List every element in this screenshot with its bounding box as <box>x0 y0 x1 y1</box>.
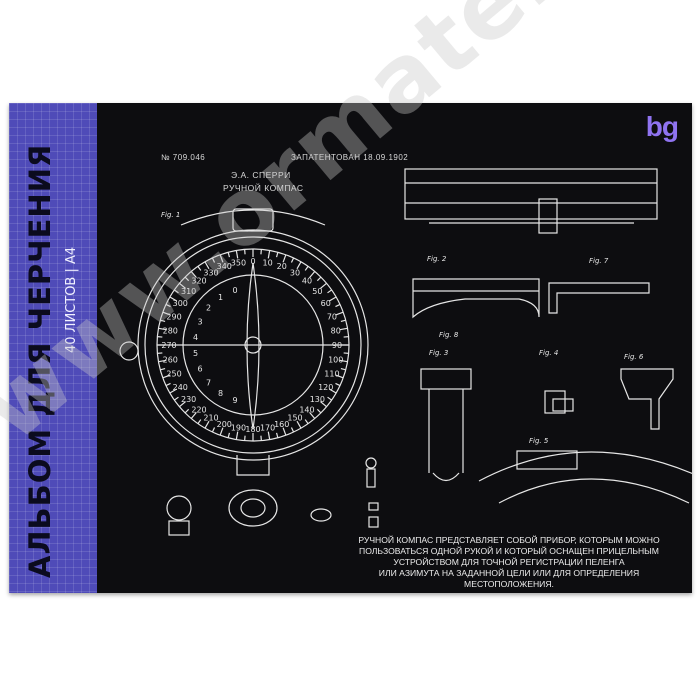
bracket-figure <box>620 368 674 430</box>
dial-number-outer: 200 <box>217 420 232 429</box>
dial-number-inner: 6 <box>197 365 202 374</box>
figure-label: Fig. 1 <box>161 211 180 219</box>
dial-number-outer: 60 <box>321 299 331 308</box>
dial-number-outer: 90 <box>332 341 342 350</box>
section-view-top <box>404 168 658 220</box>
dial-number-outer: 350 <box>231 258 246 267</box>
dial-number-outer: 330 <box>203 268 218 277</box>
drawing-title: РУЧНОЙ КОМПАС <box>223 183 304 193</box>
dial-number-outer: 30 <box>290 268 300 277</box>
dial-number-outer: 300 <box>173 299 188 308</box>
dial-number-inner: 9 <box>233 396 238 405</box>
dial-number-outer: 40 <box>302 277 312 286</box>
dial-number-outer: 100 <box>328 356 343 365</box>
dial-number-inner: 4 <box>193 333 198 342</box>
dial-number-outer: 270 <box>161 341 176 350</box>
clamp-figure <box>420 368 472 390</box>
dial-number-outer: 210 <box>203 414 218 423</box>
dial-number-outer: 50 <box>312 287 322 296</box>
dial-number-outer: 220 <box>191 405 206 414</box>
description-line: РУЧНОЙ КОМПАС ПРЕДСТАВЛЯЕТ СОБОЙ ПРИБОР,… <box>358 535 660 545</box>
dial-number-inner: 3 <box>197 317 202 326</box>
patent-date: ЗАПАТЕНТОВАН 18.09.1902 <box>291 153 409 162</box>
compass-outer-ring <box>137 229 369 461</box>
dial-number-outer: 260 <box>163 356 178 365</box>
cover-description: РУЧНОЙ КОМПАС ПРЕДСТАВЛЯЕТ СОБОЙ ПРИБОР,… <box>339 535 679 590</box>
brand-logo: bg <box>645 111 679 142</box>
figure-label: Fig. 7 <box>589 257 609 265</box>
dial-number-outer: 170 <box>260 424 275 433</box>
level-vial <box>516 450 578 470</box>
dial-number-outer: 290 <box>166 312 181 321</box>
dial-number-outer: 80 <box>331 326 341 335</box>
dial-number-outer: 320 <box>191 277 206 286</box>
cover-spine-band: АЛЬБОМ ДЛЯ ЧЕРЧЕНИЯ 40 ЛИСТОВ | А4 <box>9 103 97 593</box>
dial-number-outer: 10 <box>262 258 272 267</box>
dial-number-inner: 8 <box>218 389 223 398</box>
figure-label: Fig. 6 <box>624 353 644 361</box>
dial-number-outer: 130 <box>310 395 325 404</box>
description-line: УСТРОЙСТВОМ ДЛЯ ТОЧНОЙ РЕГИСТРАЦИИ ПЕЛЕН… <box>393 557 625 567</box>
compass-top-sight <box>232 208 274 232</box>
figure-label: Fig. 4 <box>539 349 558 357</box>
description-line: ПОЛЬЗОВАТЬСЯ ОДНОЙ РУКОЙ И КОТОРЫЙ ОСНАЩ… <box>359 546 659 556</box>
figure-label: Fig. 3 <box>429 349 448 357</box>
compass-side-loop <box>119 341 139 361</box>
dial-number-outer: 250 <box>166 370 181 379</box>
dial-number-outer: 70 <box>327 312 337 321</box>
dial-number-outer: 120 <box>318 383 333 392</box>
dial-number-inner: 5 <box>193 349 198 358</box>
compass-needle <box>246 262 260 430</box>
dial-number-outer: 280 <box>163 326 178 335</box>
dial-number-inner: 2 <box>206 304 211 313</box>
dial-number-outer: 230 <box>181 395 196 404</box>
compass-bottom-ring <box>228 489 278 527</box>
dial-number-outer: 190 <box>231 424 246 433</box>
dial-number-inner: 7 <box>206 378 211 387</box>
dial-number-inner: 0 <box>233 286 238 295</box>
inventor-name: Э.А. СПЕРРИ <box>231 170 291 180</box>
dial-number-outer: 340 <box>217 262 232 271</box>
rack-bar <box>412 278 540 319</box>
figure-label: Fig. 8 <box>439 331 459 339</box>
dial-number-outer: 180 <box>245 425 260 434</box>
dial-number-outer: 310 <box>181 287 196 296</box>
dial-number-outer: 110 <box>324 370 339 379</box>
dial-number-outer: 150 <box>287 414 302 423</box>
dial-number-outer: 240 <box>173 383 188 392</box>
album-cover: АЛЬБОМ ДЛЯ ЧЕРЧЕНИЯ 40 ЛИСТОВ | А4 bg № … <box>9 103 692 593</box>
figure-label: Fig. 5 <box>529 437 549 445</box>
dial-number-outer: 160 <box>274 420 289 429</box>
figure-label: Fig. 2 <box>427 255 447 263</box>
dial-number-outer: 140 <box>299 405 314 414</box>
description-line: ИЛИ АЗИМУТА НА ЗАДАННОЙ ЦЕЛИ ИЛИ ДЛЯ ОПР… <box>378 568 640 589</box>
dial-number-inner: 1 <box>218 293 223 302</box>
dial-number-outer: 20 <box>277 262 287 271</box>
dial-number-outer: 0 <box>250 257 255 266</box>
patent-number: № 709.046 <box>161 153 206 162</box>
